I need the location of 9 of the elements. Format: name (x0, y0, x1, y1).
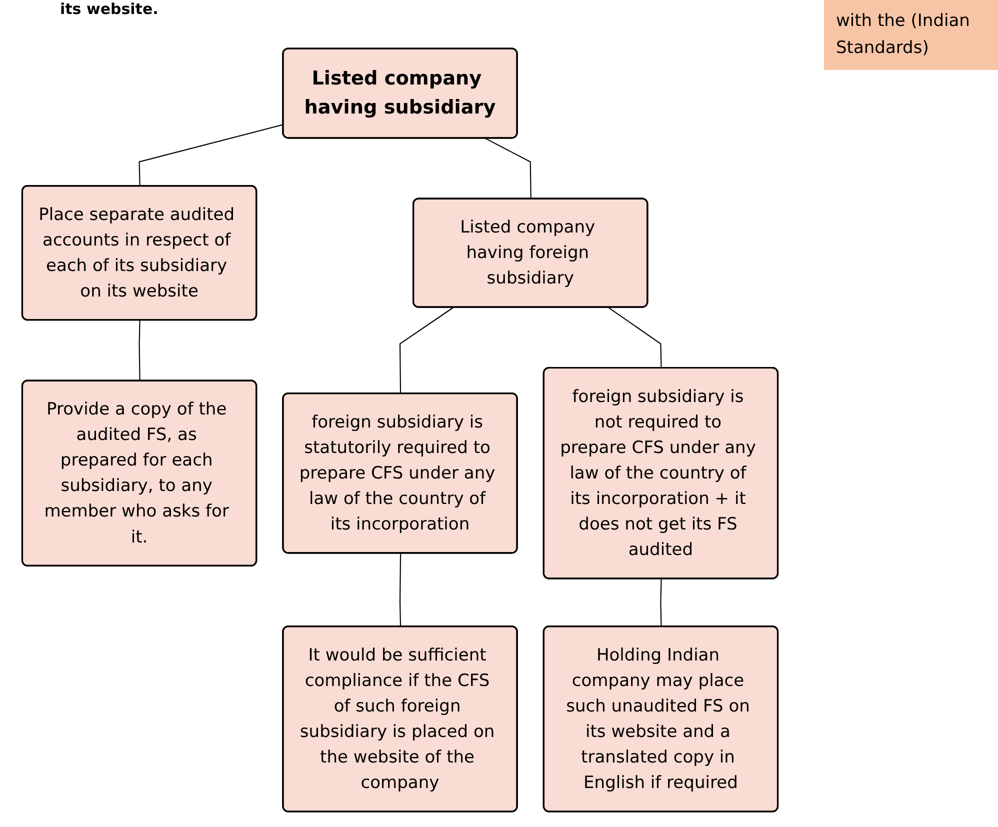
connector (138, 320, 140, 382)
note-text: with the (Indian Standards) (824, 0, 998, 70)
connector (399, 307, 454, 394)
note-text: its website. (60, 0, 158, 18)
connector (399, 553, 402, 627)
connector (608, 307, 662, 368)
connector (485, 138, 532, 200)
connector (660, 578, 662, 627)
connector (138, 124, 284, 186)
